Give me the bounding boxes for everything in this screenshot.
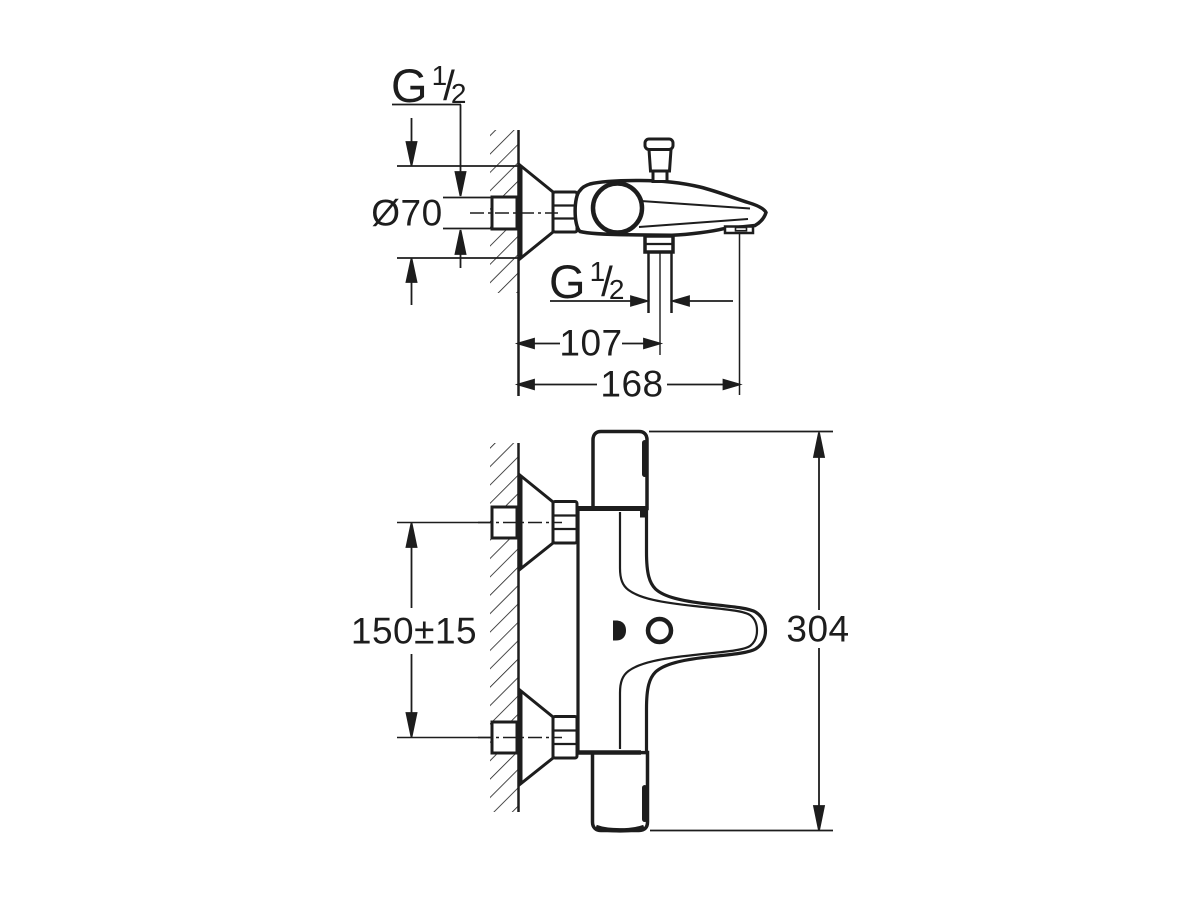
dim-304-label: 304 — [786, 608, 850, 650]
front-view — [397, 429, 833, 833]
safety-stop-button — [645, 616, 674, 645]
dim-107-label: 107 — [559, 322, 623, 364]
dimension-lines-side-view — [392, 103, 743, 391]
wall-hatch — [490, 443, 519, 812]
dimension-lines-front-view — [405, 430, 833, 832]
thread-size-slash: / — [601, 258, 613, 305]
economy-button-mark — [640, 510, 648, 518]
thread-size-slash: / — [443, 62, 455, 109]
temperature-handle — [591, 429, 649, 511]
volume-handle — [590, 750, 650, 833]
thermostat-cap-circle — [590, 181, 645, 235]
thermostat-body — [576, 506, 768, 755]
spout-inner-contour — [618, 512, 759, 749]
thread-size-numerator: 1 — [589, 256, 606, 287]
escutcheon-cone — [519, 162, 555, 262]
thread-size-denominator: 2 — [608, 274, 625, 305]
union-nut — [551, 500, 579, 760]
spout-outlet — [723, 225, 755, 395]
spout-crease-line — [640, 200, 751, 210]
escutcheon-diameter-label: Ø70 — [371, 192, 443, 234]
thread-size-base: G — [391, 59, 428, 112]
side-view — [392, 103, 768, 396]
spout-crease-line — [638, 218, 749, 228]
temperature-mark — [613, 620, 626, 641]
diverter-knob — [643, 137, 675, 183]
thread-size-denominator: 2 — [450, 78, 467, 109]
dim-168-label: 168 — [600, 363, 664, 405]
dim-150-label: 150±15 — [350, 610, 478, 652]
thread-size-base: G — [549, 255, 586, 308]
shower-outlet-pipe — [643, 234, 675, 355]
union-nut — [551, 190, 579, 234]
thread-size-numerator: 1 — [431, 60, 448, 91]
